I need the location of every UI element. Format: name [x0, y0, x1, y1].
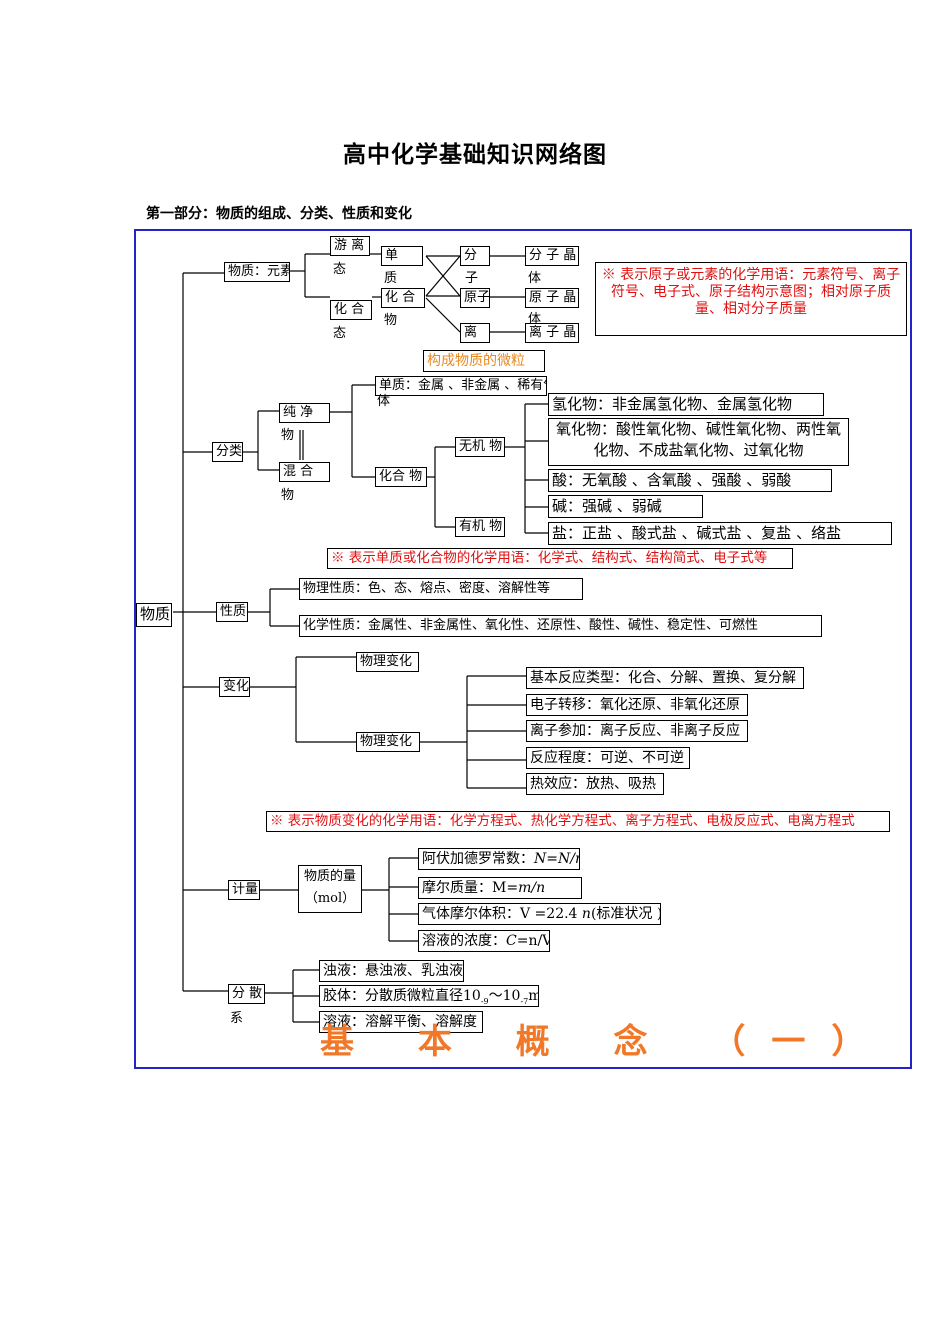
compound-state-node-cont: 物: [384, 313, 398, 328]
salt-node: 盐：正盐 、酸式盐 、碱式盐 、复盐 、络盐: [548, 522, 892, 545]
simple-substance-node-cont: 质: [384, 271, 398, 286]
elemental-substance-node-cont: 体: [377, 394, 391, 409]
avogadro-node: 阿伏加德罗常数：N=N/nA: [418, 848, 580, 870]
combined-state-node: 化 合: [330, 300, 372, 320]
properties-node: 性质: [216, 602, 248, 622]
molecular-crystal-node-cont: 体: [528, 271, 542, 286]
electron-transfer-node: 电子转移：氧化还原、非氧化还原: [526, 694, 748, 716]
mixture-node: 混 合: [279, 462, 330, 482]
compound-state-node: 化 合: [381, 288, 425, 308]
change-notation-note: ※ 表示物质变化的化学用语：化学方程式、热化学方程式、离子方程式、电极反应式、电…: [266, 811, 890, 832]
changes-node: 变化: [219, 677, 250, 697]
diagram-frame: [134, 229, 912, 1069]
molecule-node: 分: [460, 246, 490, 266]
concentration-node: 溶液的浓度：C=n/V: [418, 930, 550, 952]
dispersion-node-cont: 系: [230, 1011, 244, 1026]
amount-of-substance-node: 物质的量 （mol）: [298, 865, 362, 913]
combined-state-node-cont: 态: [333, 326, 347, 341]
reaction-types-node: 基本反应类型：化合、分解、置换、复分解: [526, 667, 804, 689]
atom-notation-note: ※ 表示原子或元素的化学用语：元素符号、离子符号、电子式、原子结构示意图；相对原…: [595, 262, 907, 336]
watermark-heading: 基 本 概 念 （一）: [320, 1022, 892, 1058]
atom-node: 原子: [460, 288, 490, 308]
section-heading: 第一部分：物质的组成、分类、性质和变化: [146, 206, 412, 222]
ionic-crystal-node: 离 子 晶: [525, 323, 579, 343]
simple-substance-node: 单: [381, 246, 423, 266]
base-node: 碱：强碱 、弱碱: [548, 495, 703, 518]
oxide-node: 氧化物：酸性氧化物、碱性氧化物、两性氧化物、不成盐氧化物、过氧化物: [548, 418, 849, 466]
compound-node: 化合 物: [375, 467, 427, 487]
physical-properties-node: 物理性质：色、态、熔点、密度、溶解性等: [299, 578, 583, 600]
classification-node: 分类: [212, 442, 243, 462]
chemical-change-node: 物理变化: [356, 732, 420, 752]
turbid-liquid-node: 浊液：悬浊液、乳浊液: [319, 960, 464, 982]
colloid-node: 胶体：分散质微粒直径10-9～10-7m: [319, 985, 539, 1007]
elemental-substance-node: 单质：金属 、非金属 、稀有气: [375, 376, 547, 396]
thermal-effect-node: 热效应：放热、吸热: [526, 773, 664, 795]
free-state-node-cont: 态: [333, 262, 347, 277]
composition-node: 物质：元素: [224, 262, 290, 282]
mixture-node-cont: 物: [281, 488, 295, 503]
inorganic-node: 无机 物: [455, 437, 505, 457]
molecule-node-cont: 子: [465, 271, 479, 286]
hydride-node: 氢化物：非金属氢化物、金属氢化物: [548, 393, 824, 416]
atomic-crystal-node: 原 子 晶: [525, 288, 579, 308]
physical-change-node: 物理变化: [356, 652, 419, 672]
measurement-node: 计量: [228, 880, 260, 900]
molar-volume-node: 气体摩尔体积：V =22.4 n(标准状况 ): [418, 903, 661, 925]
molecular-crystal-node: 分 子 晶: [525, 246, 579, 266]
chemical-properties-node: 化学性质：金属性、非金属性、氧化性、还原性、酸性、碱性、稳定性、可燃性: [299, 615, 822, 637]
compound-notation-note: ※ 表示单质或化合物的化学用语：化学式、结构式、结构简式、电子式等: [327, 548, 793, 569]
reaction-degree-node: 反应程度：可逆、不可逆: [526, 747, 690, 769]
molar-mass-node: 摩尔质量：M=m/n: [418, 877, 582, 899]
page-title: 高中化学基础知识网络图: [343, 142, 607, 168]
organic-node: 有机 物: [455, 517, 505, 537]
root-node: 物质: [136, 603, 172, 627]
free-state-node: 游 离: [330, 236, 370, 256]
pure-substance-node: 纯 净: [279, 403, 330, 423]
dispersion-node: 分 散: [228, 984, 265, 1004]
acid-node: 酸：无氧酸 、含氧酸 、强酸 、弱酸: [548, 469, 832, 492]
ion-participation-node: 离子参加：离子反应、非离子反应: [526, 720, 748, 742]
ion-node: 离: [460, 323, 490, 343]
particles-label: 构成物质的微粒: [423, 350, 545, 372]
pure-substance-node-cont: 物: [281, 428, 295, 443]
solution-node: 溶液：溶解平衡、溶解度: [319, 1011, 483, 1033]
